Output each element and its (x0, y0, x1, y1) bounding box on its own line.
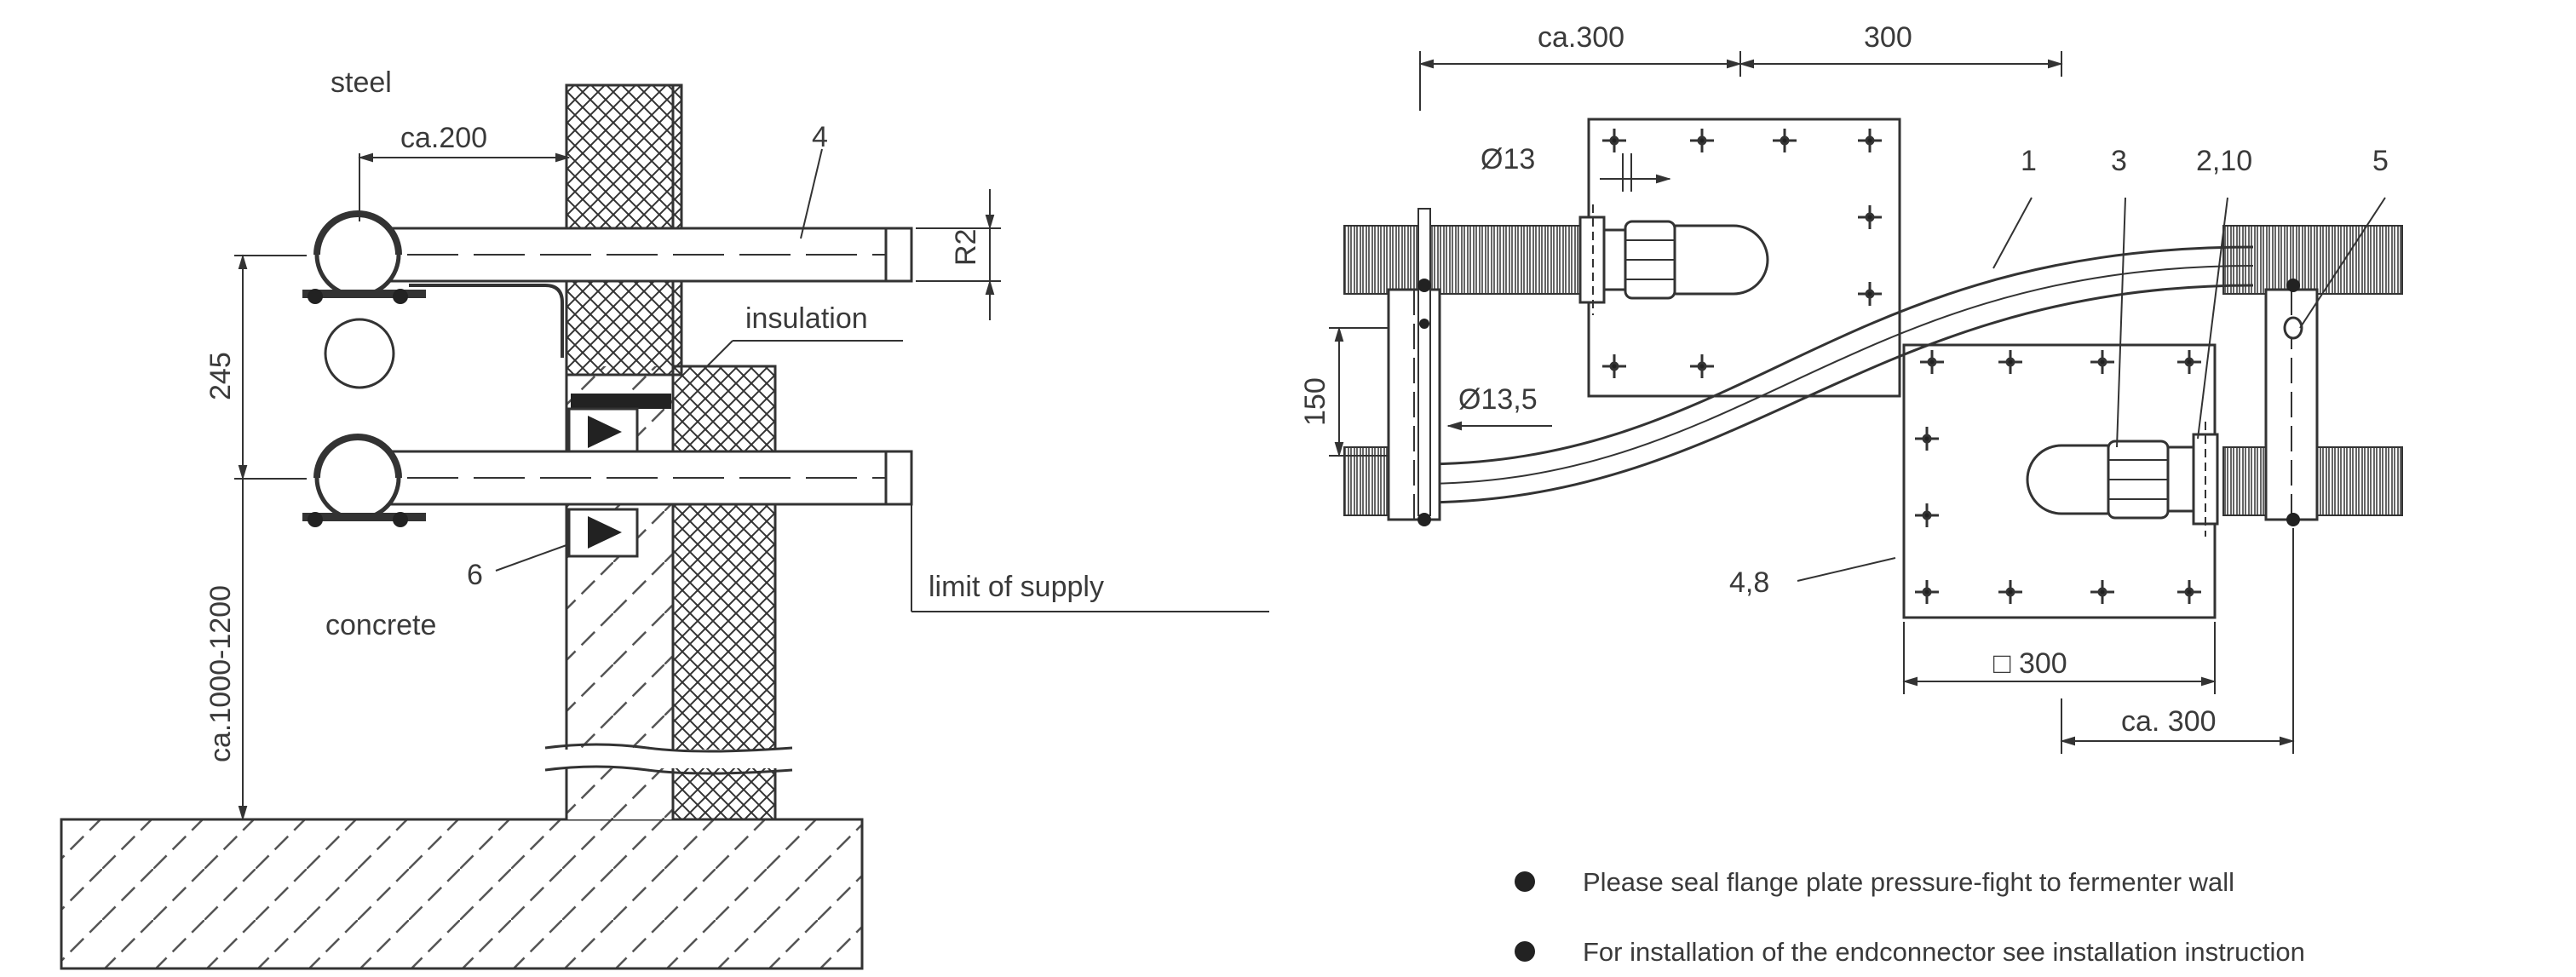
dim-r2: R2 (950, 229, 982, 266)
bullet-icon (1515, 871, 1535, 892)
label-insulation: insulation (745, 302, 868, 335)
label-item-5: 5 (2372, 145, 2389, 177)
upper-endconnector (1578, 204, 1769, 315)
flange-plate (571, 394, 671, 409)
seal-arrow-upper (588, 416, 622, 448)
flexible-hose (1417, 245, 2254, 466)
right-plan-view: ca.300 300 Ø13 1 3 2,10 5 Ø13,5 150 4,8 … (1299, 21, 2403, 754)
dim-245: 245 (204, 352, 237, 400)
dim-150: 150 (1299, 377, 1331, 426)
seal-arrow-lower (588, 516, 622, 549)
note-1: Please seal flange plate pressure-fight … (1583, 867, 2234, 897)
concrete-floor (60, 818, 864, 970)
label-item-2-10: 2,10 (2196, 145, 2252, 177)
pipe-end-view (324, 318, 395, 389)
dim-ca300-bottom: ca. 300 (2121, 705, 2217, 738)
upper-tube-right (2222, 225, 2403, 295)
note-2: For installation of the endconnector see… (1583, 937, 2305, 967)
label-item-6: 6 (467, 559, 483, 591)
lower-endconnector (2026, 422, 2219, 537)
dim-ca300-top: ca.300 (1538, 21, 1624, 54)
dim-ca200: ca.200 (400, 122, 487, 154)
dim-dia13-5: Ø13,5 (1458, 383, 1538, 416)
label-item-1: 1 (2021, 145, 2037, 177)
label-concrete: concrete (325, 609, 436, 641)
dim-ca1000-1200: ca.1000-1200 (204, 585, 237, 762)
notes: Please seal flange plate pressure-fight … (1515, 867, 2305, 967)
left-section-view: steel ca.200 4 R2 insulation 245 6 limit… (60, 66, 1269, 970)
insulation-block (671, 365, 777, 821)
label-steel: steel (331, 66, 392, 99)
label-item-4: 4 (812, 121, 828, 153)
dim-dia13: Ø13 (1481, 143, 1535, 175)
label-limit-of-supply: limit of supply (929, 571, 1104, 603)
dim-300-top: 300 (1864, 21, 1912, 54)
bullet-icon (1515, 941, 1535, 962)
dim-sq300: □ 300 (1993, 647, 2067, 680)
label-item-4-8: 4,8 (1729, 566, 1769, 599)
upper-tube-left (1343, 225, 1592, 295)
plate-bolts (1602, 129, 2201, 604)
label-item-3: 3 (2111, 145, 2127, 177)
